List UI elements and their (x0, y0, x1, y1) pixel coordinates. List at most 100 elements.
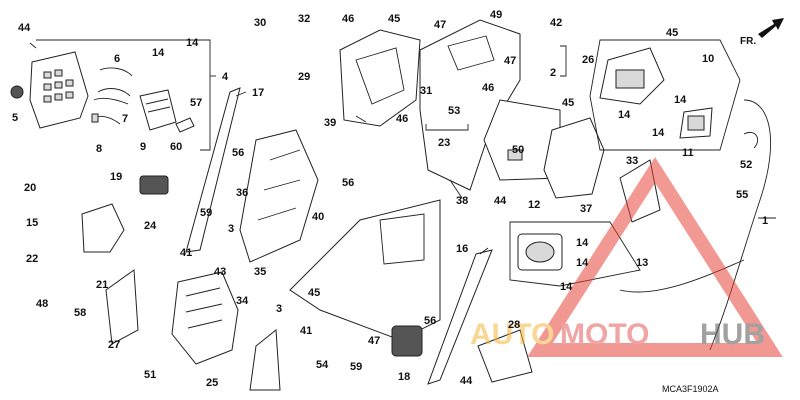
callout-14-a: 14 (152, 47, 165, 59)
callout-16: 16 (456, 243, 468, 255)
watermark: AUTO MOTO HUB (470, 156, 783, 357)
callout-34: 34 (236, 295, 249, 307)
stay-part (175, 117, 195, 133)
callout-21: 21 (96, 279, 108, 291)
lower-garnish-strip-part (427, 249, 493, 385)
callout-8: 8 (96, 143, 102, 155)
callout-52: 52 (740, 159, 752, 171)
callout-45-b: 45 (562, 97, 574, 109)
callout-42: 42 (550, 17, 562, 29)
callout-5: 5 (12, 112, 18, 124)
callout-31: 31 (420, 85, 432, 97)
callout-32: 32 (298, 13, 310, 25)
front-direction-indicator: FR. (740, 18, 784, 47)
group-frame-10 (589, 39, 741, 151)
callout-29: 29 (298, 71, 310, 83)
callout-14-d: 14 (618, 109, 631, 121)
callout-47-c: 47 (368, 335, 380, 347)
callout-12: 12 (528, 199, 540, 211)
callout-27: 27 (108, 339, 120, 351)
callout-20: 20 (24, 182, 36, 194)
callout-59-a: 59 (200, 207, 212, 219)
audio-unit-part (171, 271, 239, 365)
callout-40: 40 (312, 211, 324, 223)
callout-26: 26 (582, 54, 594, 66)
callout-41-a: 41 (180, 247, 192, 259)
callout-59-b: 59 (350, 361, 362, 373)
callout-56-b: 56 (342, 177, 354, 189)
callout-46-b: 46 (396, 113, 408, 125)
callout-17: 17 (252, 87, 264, 99)
callout-4: 4 (222, 71, 229, 83)
group-frame-12 (509, 221, 641, 287)
wire-harness-part (91, 67, 133, 125)
callout-44-c: 44 (460, 375, 473, 387)
callout-44-a: 44 (18, 22, 31, 34)
inner-bracket-part (239, 129, 319, 263)
callout-37: 37 (580, 203, 592, 215)
callout-19: 19 (110, 171, 122, 183)
callout-14-h: 14 (560, 281, 573, 293)
watermark-text-auto: AUTO (470, 318, 554, 351)
group-frame-23 (425, 124, 469, 131)
glove-box-part (599, 47, 665, 105)
callout-53: 53 (448, 105, 460, 117)
lid-insert-part (679, 107, 713, 139)
callout-35: 35 (254, 266, 266, 278)
group-frame-26 (560, 45, 567, 77)
callout-41-b: 41 (300, 325, 312, 337)
center-pocket-part (339, 29, 421, 127)
callout-43: 43 (214, 266, 226, 278)
callout-11: 11 (682, 147, 694, 159)
callout-10: 10 (702, 53, 714, 65)
callout-45-c: 45 (666, 27, 678, 39)
callout-46-a: 46 (342, 13, 354, 25)
pocket-lid-part (477, 329, 533, 383)
diagram-code: MCA3F1902A (662, 384, 719, 394)
callout-33: 33 (626, 155, 638, 167)
callout-47-a: 47 (434, 19, 446, 31)
callout-39: 39 (324, 117, 336, 129)
control-module-part (139, 89, 177, 131)
callout-56-a: 56 (232, 147, 244, 159)
callout-6: 6 (114, 53, 120, 65)
group-frame-4 (36, 39, 211, 151)
grille-part (139, 175, 169, 195)
callout-23: 23 (438, 137, 450, 149)
left-mat-part (105, 269, 139, 345)
callouts: 1 2 3 3 4 5 6 7 8 9 10 11 12 13 14 14 14… (12, 9, 768, 389)
callout-55: 55 (736, 189, 748, 201)
callout-24: 24 (144, 220, 157, 232)
callout-25: 25 (206, 377, 218, 389)
speaker-grille-part (391, 325, 423, 357)
callout-57: 57 (190, 97, 202, 109)
callout-28: 28 (508, 319, 520, 331)
callout-48: 48 (36, 298, 48, 310)
storage-box-part (483, 99, 561, 181)
callout-14-b: 14 (186, 37, 199, 49)
callout-15: 15 (26, 217, 38, 229)
front-direction-label: FR. (740, 36, 756, 47)
callout-9: 9 (140, 141, 146, 153)
right-mat-part (249, 329, 281, 391)
callout-60: 60 (170, 141, 182, 153)
callout-22: 22 (26, 253, 38, 265)
watermark-text-hub: HUB (700, 318, 765, 351)
leader-lines (29, 42, 776, 255)
callout-7: 7 (122, 113, 128, 125)
cover-panel-part (81, 203, 125, 253)
callout-38: 38 (456, 195, 468, 207)
callout-49: 49 (490, 9, 502, 21)
callout-58: 58 (74, 307, 86, 319)
callout-47-b: 47 (504, 55, 516, 67)
callout-3-lower: 3 (276, 303, 282, 315)
callout-44-b: 44 (494, 195, 507, 207)
callout-46-c: 46 (482, 82, 494, 94)
inner-fairing-part (289, 199, 441, 341)
front-arrow-icon (758, 18, 784, 38)
callout-13: 13 (636, 257, 648, 269)
callout-14-e: 14 (652, 127, 665, 139)
callout-50: 50 (512, 144, 524, 156)
